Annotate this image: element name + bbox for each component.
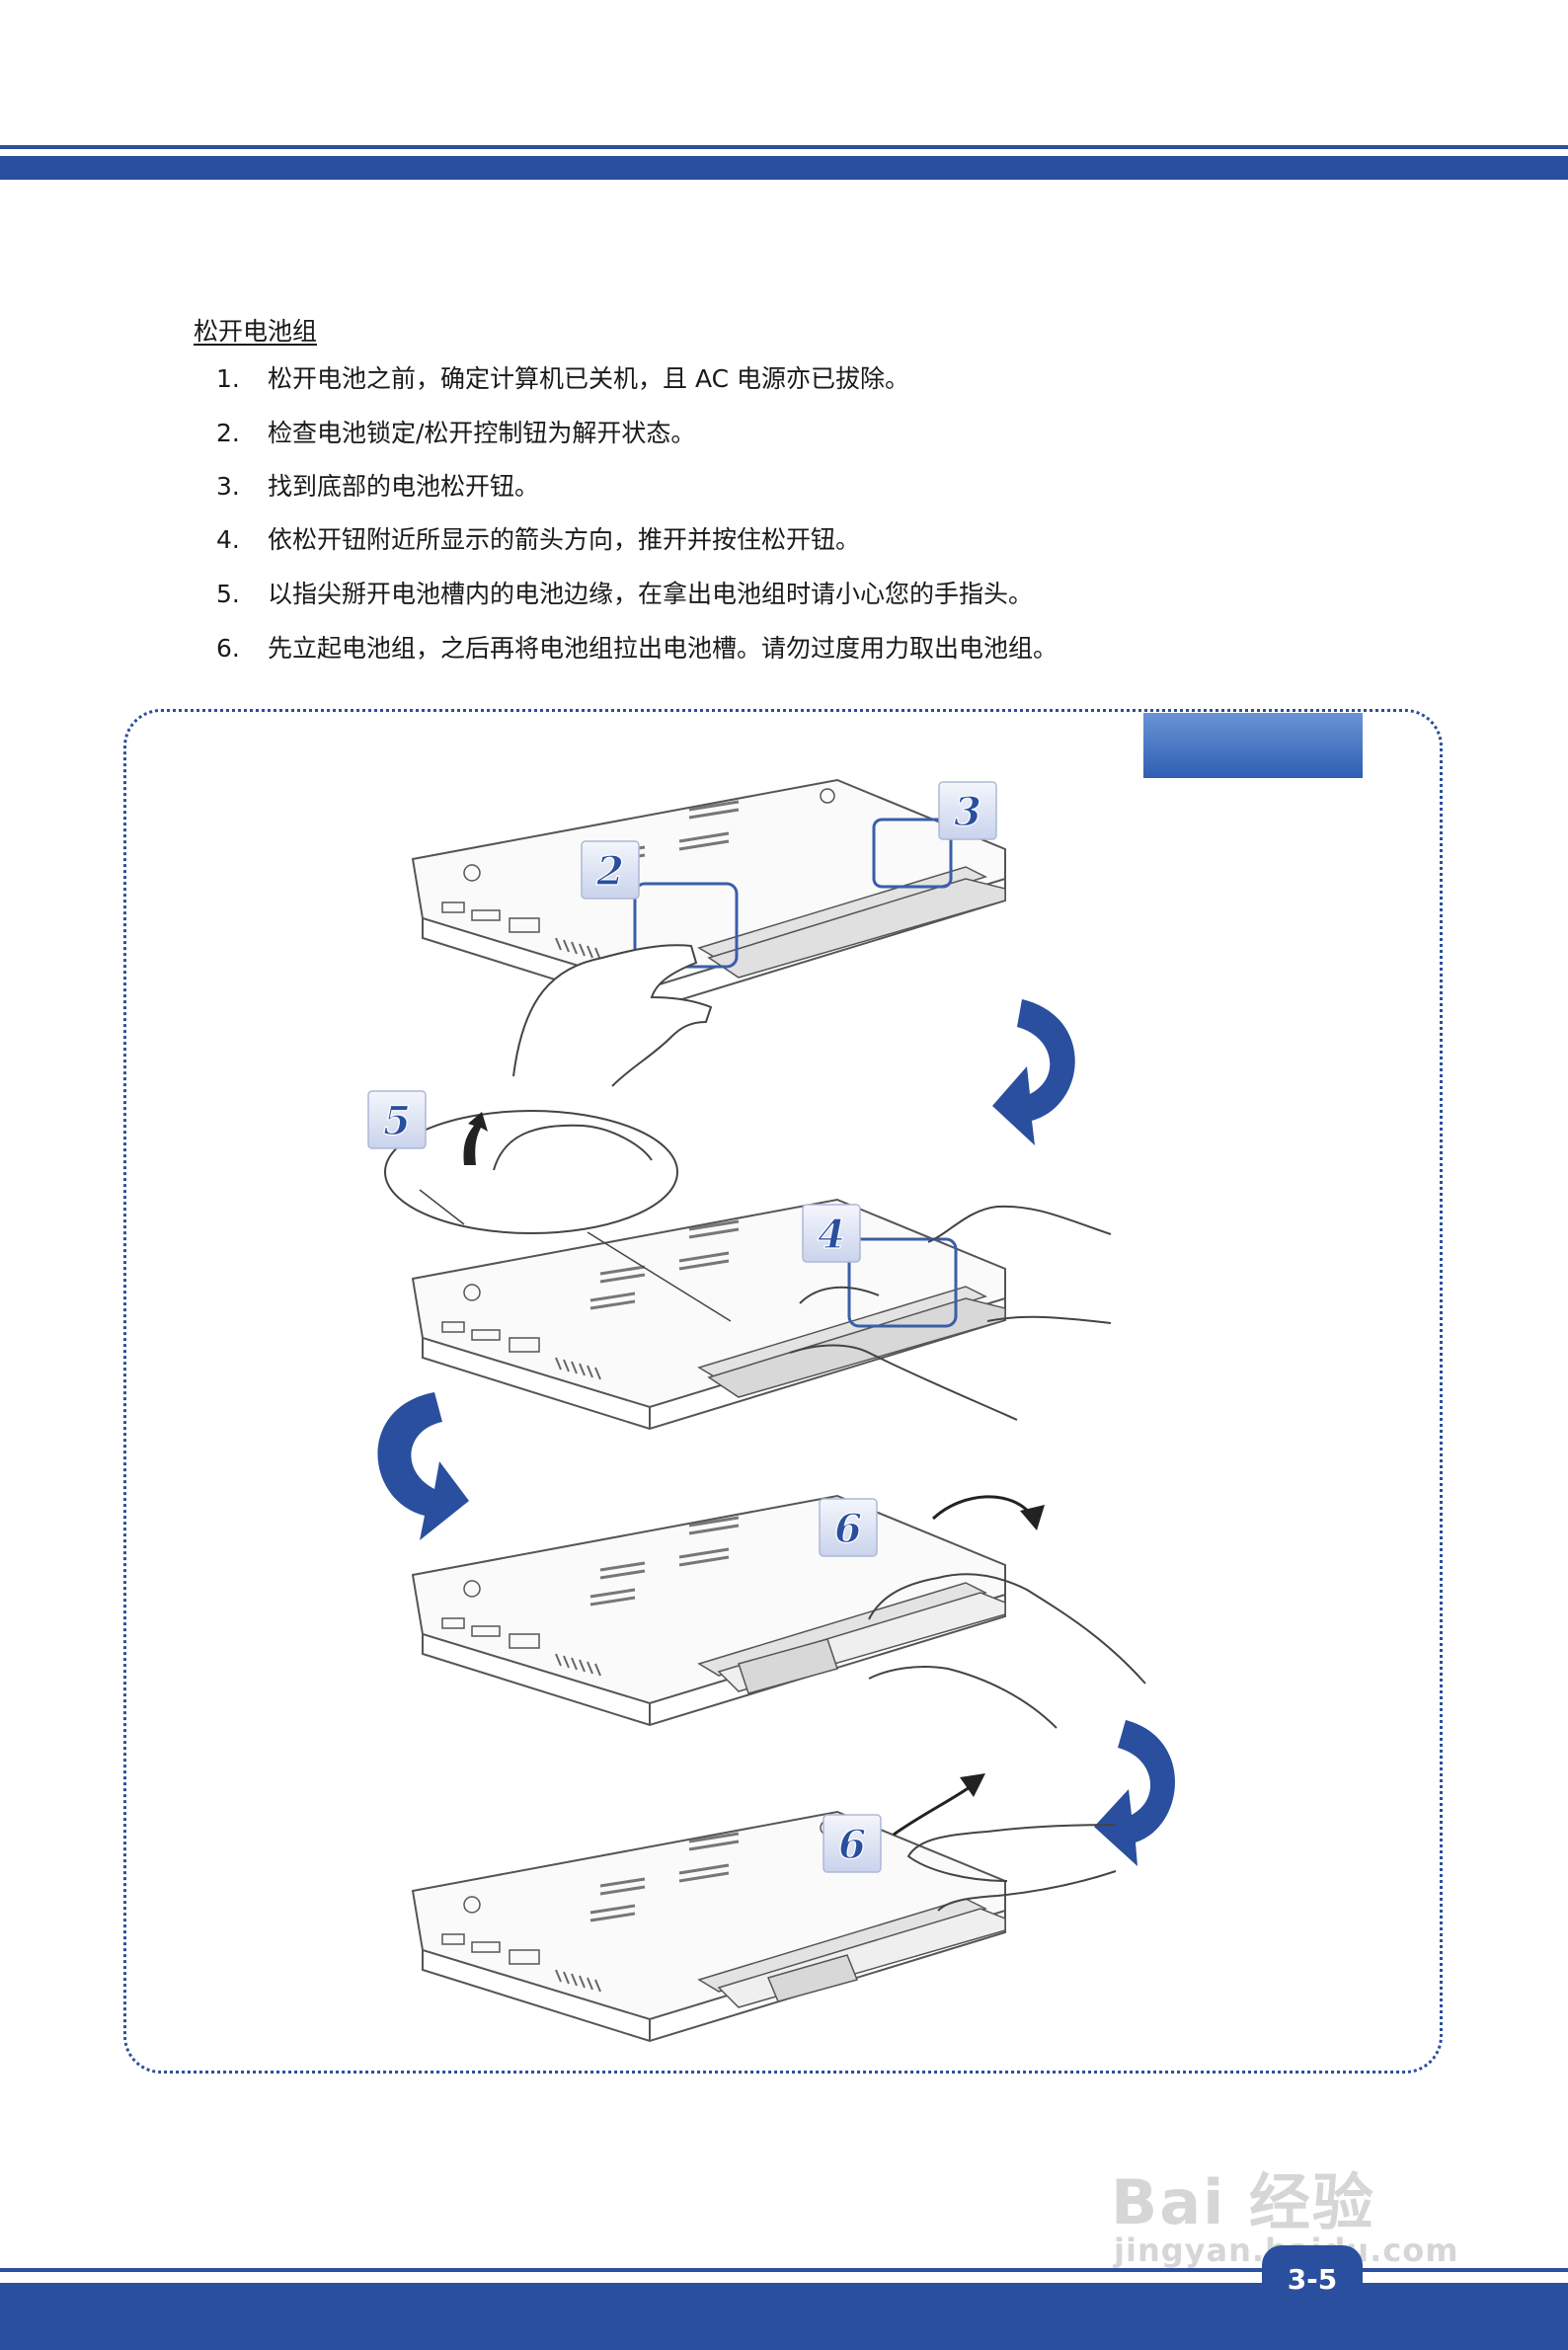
footer-rule-thin (0, 2268, 1568, 2272)
badge-label: 5 (383, 1098, 411, 1144)
list-item: 1. 松开电池之前，确定计算机已关机，且 AC 电源亦已拔除。 (0, 359, 1284, 399)
laptop-bottom-view-1 (411, 778, 1007, 1011)
step-badge-4: 4 (802, 1204, 861, 1263)
step-text: 依松开钮附近所显示的箭头方向，推开并按住松开钮。 (268, 525, 861, 554)
hand-illustration-3 (789, 1205, 1112, 1421)
step-text: 检查电池锁定/松开控制钮为解开状态。 (268, 419, 696, 447)
step-number: 3. (216, 472, 240, 501)
pull-arrow-icon (893, 1785, 971, 1837)
curved-arrow-down-left-icon (377, 1392, 469, 1540)
callout-box-3 (872, 818, 953, 889)
figure-tab (1143, 713, 1363, 778)
page-number: 3-5 (1262, 2245, 1363, 2305)
zoom-callout-leader (419, 1189, 732, 1322)
section-title: 松开电池组 (194, 317, 318, 346)
step-number: 4. (216, 525, 240, 554)
step-number: 2. (216, 419, 240, 447)
laptop-bottom-view-2 (411, 1198, 1007, 1431)
step-text: 松开电池之前，确定计算机已关机，且 AC 电源亦已拔除。 (268, 364, 910, 393)
curved-arrow-down-right-icon-2 (1094, 1720, 1175, 1866)
list-item: 4. 依松开钮附近所显示的箭头方向，推开并按住松开钮。 (0, 520, 1284, 560)
header-rule-thin (0, 145, 1568, 149)
list-item: 6. 先立起电池组，之后再将电池组拉出电池槽。请勿过度用力取出电池组。 (0, 629, 1284, 668)
lift-arrow-icon (463, 1112, 488, 1165)
figure-frame (123, 709, 1443, 2074)
list-item: 3. 找到底部的电池松开钮。 (0, 467, 1284, 507)
hand-illustration-2 (493, 1124, 653, 1171)
header-rule-thick (0, 156, 1568, 180)
hand-illustration-5 (906, 1824, 1117, 1912)
step-badge-6b: 6 (823, 1814, 882, 1873)
badge-label: 2 (595, 848, 624, 895)
hand-illustration-1 (512, 944, 713, 1087)
badge-label: 3 (954, 789, 981, 835)
step-badge-2: 2 (581, 840, 640, 900)
step-badge-3: 3 (938, 781, 997, 840)
laptop-bottom-view-3 (411, 1494, 1007, 1727)
badge-label: 6 (834, 1506, 862, 1552)
list-item: 2. 检查电池锁定/松开控制钮为解开状态。 (0, 414, 1284, 453)
step-number: 6. (216, 634, 240, 663)
step-badge-5: 5 (367, 1090, 427, 1149)
list-item: 5. 以指尖掰开电池槽内的电池边缘，在拿出电池组时请小心您的手指头。 (0, 575, 1284, 614)
watermark-brand: Bai 经验 (1111, 2166, 1375, 2238)
badge-label: 6 (838, 1822, 866, 1868)
rotate-arrow-head-icon (1020, 1505, 1045, 1530)
step-text: 找到底部的电池松开钮。 (268, 472, 540, 501)
rotate-arrow-icon (931, 1495, 1034, 1521)
step-number: 5. (216, 580, 240, 608)
hand-illustration-4 (868, 1573, 1146, 1729)
pull-arrow-head-icon (960, 1773, 985, 1797)
badge-label: 4 (818, 1212, 845, 1258)
curved-arrow-down-right-icon (992, 999, 1075, 1145)
step-text: 以指尖掰开电池槽内的电池边缘，在拿出电池组时请小心您的手指头。 (268, 580, 1034, 608)
step-number: 1. (216, 364, 240, 393)
step-badge-6a: 6 (819, 1498, 878, 1557)
laptop-bottom-view-4 (411, 1810, 1007, 2043)
zoom-callout (384, 1110, 678, 1234)
step-text: 先立起电池组，之后再将电池组拉出电池槽。请勿过度用力取出电池组。 (268, 634, 1058, 663)
callout-box-4 (847, 1237, 958, 1328)
